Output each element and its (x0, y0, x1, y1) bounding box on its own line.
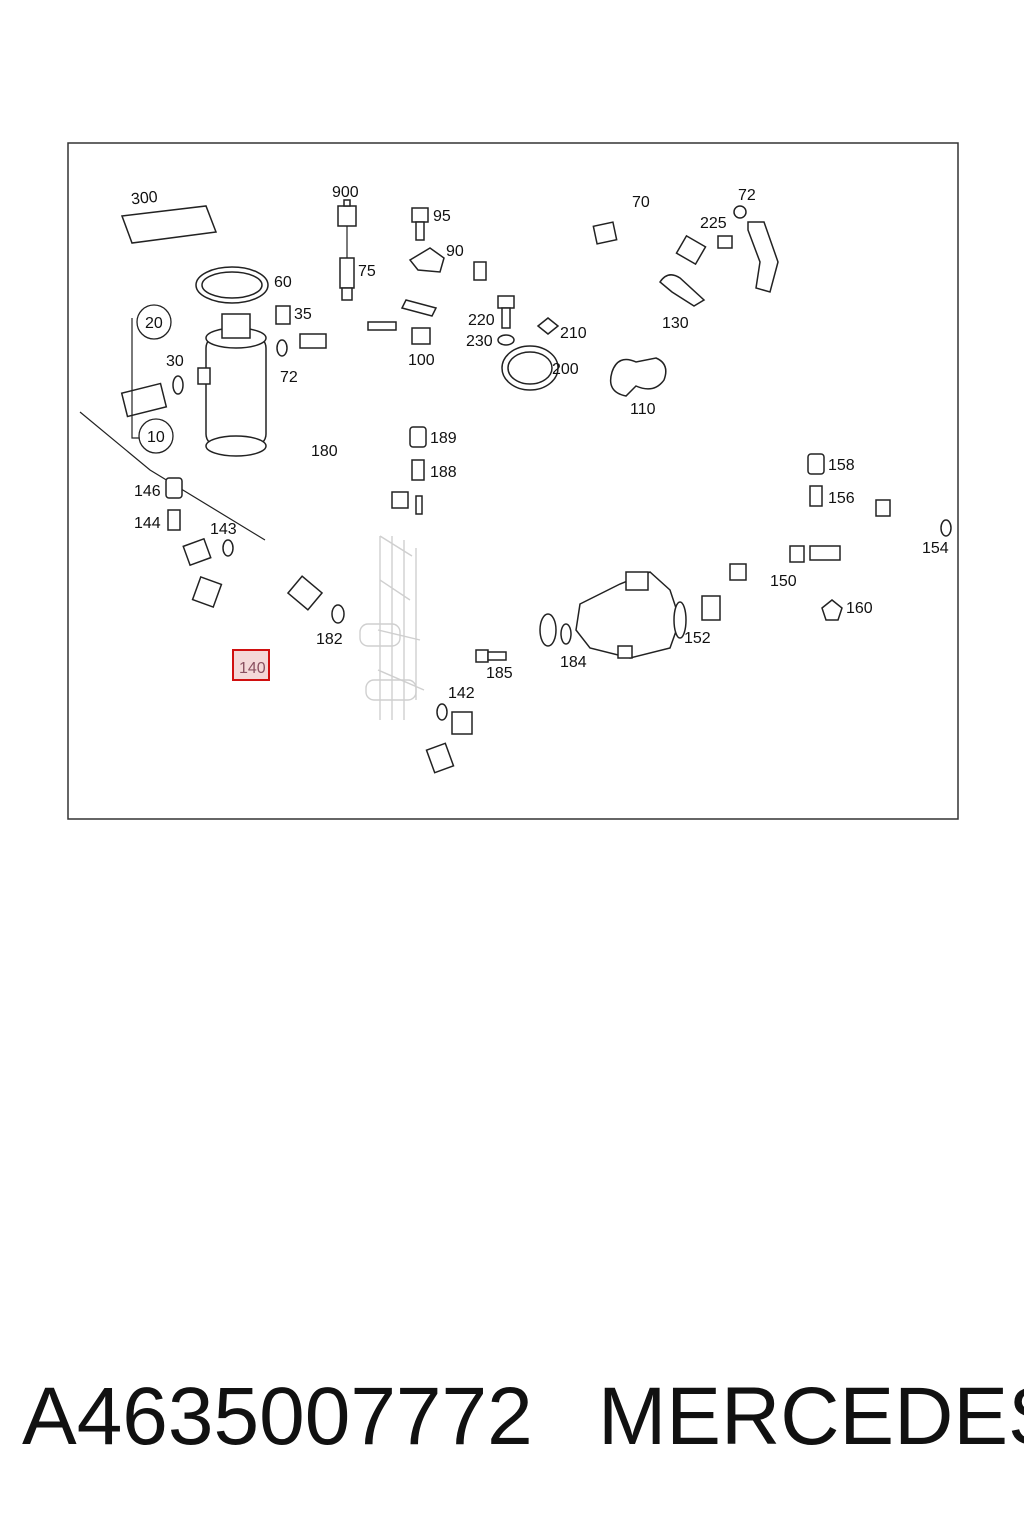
diagram-frame (67, 142, 959, 820)
valve-cap-158 (807, 453, 825, 507)
parts-diagram: 300 900 95 90 75 70 72 225 60 35 20 30 7… (67, 142, 959, 820)
callout-189: 189 (430, 430, 457, 447)
clip-90 (408, 247, 445, 273)
clamp-200 (501, 345, 559, 391)
bolt-95 (411, 207, 429, 241)
background-bracket-ghost (359, 535, 425, 720)
callout-146: 146 (134, 483, 161, 500)
bolt-220 (497, 295, 515, 346)
callout-100: 100 (408, 352, 435, 369)
callout-72-upper: 72 (738, 187, 756, 204)
callout-152: 152 (684, 630, 711, 647)
callout-110: 110 (630, 401, 656, 418)
clip-110 (609, 357, 667, 397)
part-number: A4635007772 (22, 1371, 533, 1462)
callout-143: 143 (210, 521, 237, 538)
callout-225: 225 (700, 215, 727, 232)
hose-140 (165, 537, 489, 785)
callout-20-circle: 20 (136, 304, 172, 340)
callout-70: 70 (632, 194, 650, 211)
callout-130: 130 (662, 315, 689, 332)
receiver-drier (197, 313, 288, 457)
grommet-160 (821, 599, 843, 621)
callout-154: 154 (922, 540, 949, 557)
brand-name: MERCEDES (598, 1371, 1024, 1462)
pipe-180 (271, 458, 557, 647)
callout-188: 188 (430, 464, 457, 481)
pressure-switch-connector (337, 199, 357, 301)
callout-144: 144 (134, 515, 161, 532)
ac-compressor (560, 571, 687, 659)
callout-60: 60 (274, 274, 292, 291)
valve-cap-146 (165, 477, 234, 557)
callout-10: 10 (147, 429, 165, 446)
part-caption: A4635007772 MERCEDES (0, 1370, 1024, 1470)
callout-158: 158 (828, 457, 855, 474)
callout-90: 90 (446, 243, 464, 260)
valve-cap-189 (409, 426, 427, 481)
callout-20: 20 (145, 315, 163, 332)
callout-95: 95 (433, 208, 451, 225)
bolt-185 (475, 649, 507, 663)
bracket-225 (717, 205, 779, 293)
nut-210 (536, 317, 560, 335)
pipe-70 (299, 221, 764, 349)
callout-75: 75 (358, 263, 376, 280)
callout-140-highlighted: 140 (239, 660, 266, 677)
callout-900: 900 (332, 184, 359, 201)
callout-35: 35 (294, 306, 312, 323)
callout-200: 200 (552, 361, 579, 378)
callout-160: 160 (846, 600, 873, 617)
callout-156: 156 (828, 490, 855, 507)
callout-185: 185 (486, 665, 513, 682)
strap-60 (195, 266, 269, 304)
callout-30: 30 (166, 353, 184, 370)
callout-210: 210 (560, 325, 587, 342)
label-sticker-300 (120, 205, 218, 244)
callout-72-lower: 72 (280, 369, 298, 386)
callout-142: 142 (448, 685, 475, 702)
callout-182: 182 (316, 631, 343, 648)
callout-10-circle: 10 (138, 418, 174, 454)
pipe-150 (701, 499, 952, 621)
callout-labels: 300 900 95 90 75 70 72 225 60 35 20 30 7… (130, 184, 949, 702)
nut-100 (411, 327, 431, 345)
callout-300: 300 (130, 189, 158, 209)
callout-184: 184 (560, 654, 587, 671)
highlight-box (232, 649, 270, 681)
callout-230: 230 (466, 333, 493, 350)
callout-220: 220 (468, 312, 495, 329)
callout-150: 150 (770, 573, 797, 590)
ring-182 (331, 604, 345, 624)
plug-35 (275, 305, 291, 325)
clip-130 (659, 274, 706, 307)
callout-180: 180 (311, 443, 338, 460)
